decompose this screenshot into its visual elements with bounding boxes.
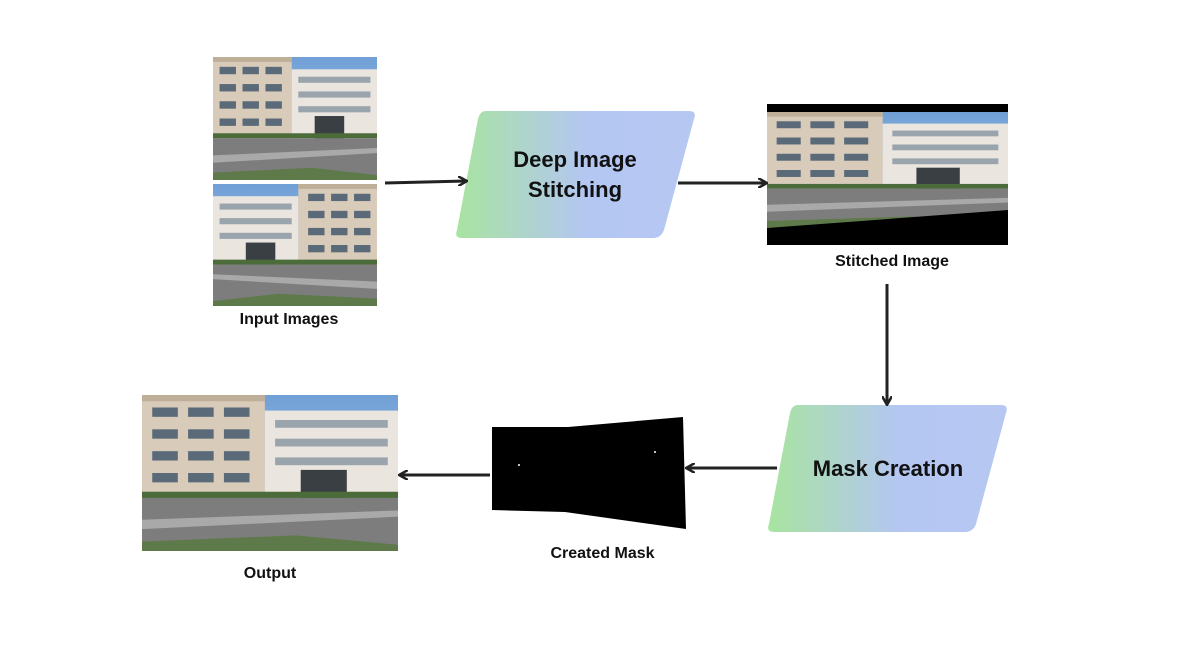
stitched-image-label: Stitched Image	[835, 253, 949, 270]
created-mask	[492, 417, 686, 529]
mask-creation-node	[768, 405, 1007, 532]
deep-stitching-line2: Stitching	[528, 177, 622, 202]
input-image-bottom	[213, 184, 377, 306]
output-label: Output	[243, 565, 297, 582]
created-mask-label: Created Mask	[550, 545, 655, 562]
mask-creation-label: Mask Creation	[813, 456, 963, 481]
deep-stitching-line1: Deep Image	[513, 147, 637, 172]
input-image-top	[213, 57, 377, 180]
output-image	[142, 395, 398, 551]
arrow-input-to-stitching	[384, 181, 466, 183]
stitched-image	[767, 104, 1008, 245]
input-images-label: Input Images	[239, 311, 339, 328]
deep-image-stitching-node	[456, 111, 695, 238]
